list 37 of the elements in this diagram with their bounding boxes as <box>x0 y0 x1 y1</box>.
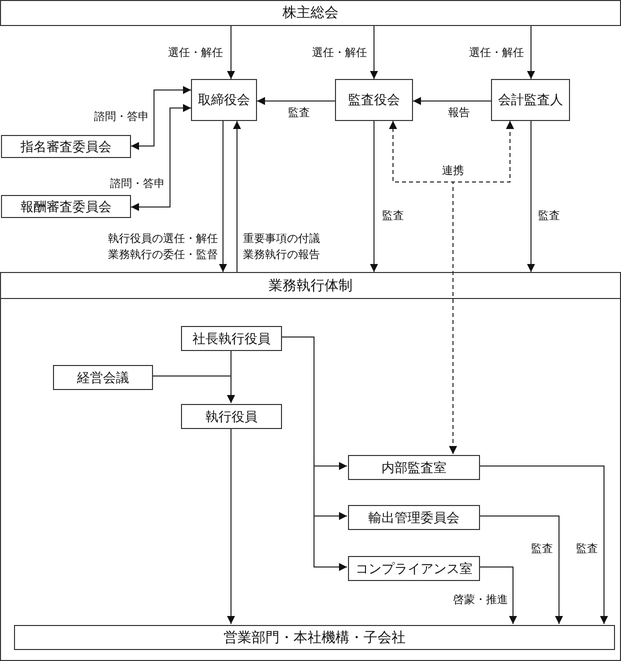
org-box: 報酬審査委員会 <box>1 195 131 218</box>
edge-label: 執行役員の選任・解任業務執行の委任・監督 <box>107 231 219 263</box>
arrow <box>370 26 378 80</box>
arrow <box>227 428 235 624</box>
org-box: 営業部門・本社機構・子会社 <box>14 625 615 650</box>
arrow <box>449 120 514 454</box>
arrow <box>527 26 535 80</box>
arrow <box>152 376 235 404</box>
arrow <box>256 97 336 105</box>
arrow <box>370 120 378 272</box>
org-box: 会計監査人 <box>491 79 570 121</box>
edge-label: 報告 <box>447 105 471 121</box>
edge-label: 重要事項の付議業務執行の報告 <box>242 231 321 263</box>
arrow <box>478 516 563 624</box>
org-box: 取締役会 <box>191 79 257 121</box>
org-box: 内部監査室 <box>348 455 480 480</box>
arrow <box>227 26 235 80</box>
org-box: 経営会議 <box>53 365 153 390</box>
arrow <box>527 120 535 272</box>
arrow <box>130 86 192 150</box>
org-box: 執行役員 <box>181 404 282 429</box>
arrow <box>280 336 348 571</box>
arrow <box>219 120 227 272</box>
org-box: 監査役会 <box>335 79 413 121</box>
section-header: 業務執行体制 <box>1 273 620 299</box>
org-box: 株主総会 <box>0 0 621 26</box>
arrow <box>233 120 241 272</box>
arrow <box>478 466 608 624</box>
edge-label: 啓蒙・推進 <box>452 592 509 608</box>
org-box: コンプライアンス室 <box>348 556 480 581</box>
org-box: 指名審査委員会 <box>1 135 131 158</box>
org-box: 社長執行役員 <box>181 326 282 351</box>
section-frame <box>0 272 621 661</box>
arrow <box>130 104 192 211</box>
arrow <box>478 566 517 624</box>
org-box: 輸出管理委員会 <box>348 505 480 530</box>
arrow <box>412 97 492 105</box>
